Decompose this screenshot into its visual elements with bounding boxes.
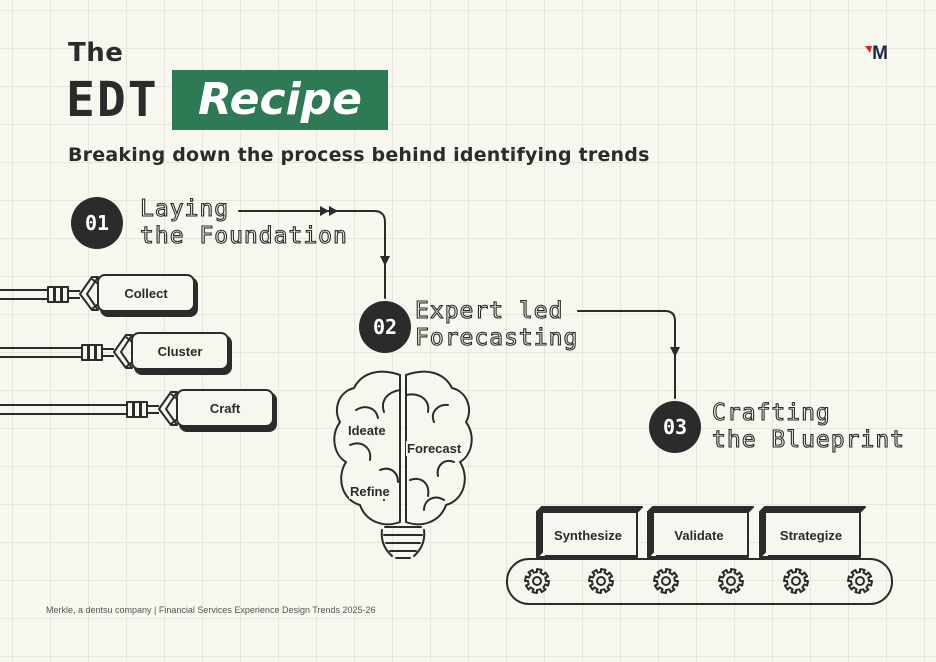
merkle-logo-icon: M (865, 43, 888, 62)
claw-arm-collect (0, 276, 104, 311)
conveyor-belt (506, 558, 893, 605)
gear-icon (847, 568, 873, 594)
gear-icon (653, 568, 679, 594)
craft-box (176, 389, 274, 427)
logo-letter: M (872, 43, 888, 62)
step-02-badge: 02 (359, 301, 411, 353)
arrow-down-icon (380, 256, 390, 266)
double-arrow-icon (320, 206, 329, 216)
connector-01-02 (238, 210, 386, 299)
arrow-down-icon (670, 347, 680, 357)
title-edt: EDT (66, 72, 159, 128)
step-03-title-line2: the Blueprint (711, 426, 906, 453)
brain-label-ideate: Ideate (347, 423, 387, 438)
validate-box (647, 506, 754, 559)
claw-arm-cluster (0, 334, 138, 369)
collect-box (97, 274, 195, 312)
validate-label: Validate (674, 528, 724, 543)
step-03-title: Crafting the Blueprint (711, 399, 906, 454)
step-01-title: Laying the Foundation (139, 195, 348, 250)
step-02-title-line2: Forecasting (414, 324, 579, 351)
synthesize-box (536, 506, 643, 559)
gear-icon (783, 568, 809, 594)
connector-02-03 (577, 310, 676, 399)
step-02-title: Expert led Forecasting (414, 297, 579, 352)
cluster-box (131, 332, 229, 370)
title-the: The (68, 38, 124, 68)
gear-icon (588, 568, 614, 594)
page-subtitle: Breaking down the process behind identif… (68, 144, 650, 166)
brain-label-refine: Refine (349, 484, 391, 499)
strategize-box (759, 506, 866, 559)
step-01-badge: 01 (71, 197, 123, 249)
step-03-title-line1: Crafting (711, 399, 831, 426)
synthesize-label: Synthesize (554, 528, 622, 543)
claw-arm-craft (0, 391, 183, 426)
title-recipe-highlight: Recipe (172, 70, 388, 130)
gear-icon (718, 568, 744, 594)
step-01-title-line1: Laying (139, 195, 230, 222)
conveyor-gears (524, 568, 873, 594)
brain-label-forecast: Forecast (406, 441, 463, 456)
cluster-label: Cluster (157, 344, 203, 359)
brain-icon (333, 370, 473, 559)
step-02-title-line1: Expert led (414, 297, 564, 324)
craft-label: Craft (209, 401, 241, 416)
step-01-title-line2: the Foundation (139, 222, 348, 249)
strategize-label: Strategize (779, 528, 843, 543)
collect-label: Collect (124, 286, 168, 301)
footer-credit: Merkle, a dentsu company | Financial Ser… (46, 605, 376, 615)
step-03-badge: 03 (649, 401, 701, 453)
gear-icon (524, 568, 550, 594)
